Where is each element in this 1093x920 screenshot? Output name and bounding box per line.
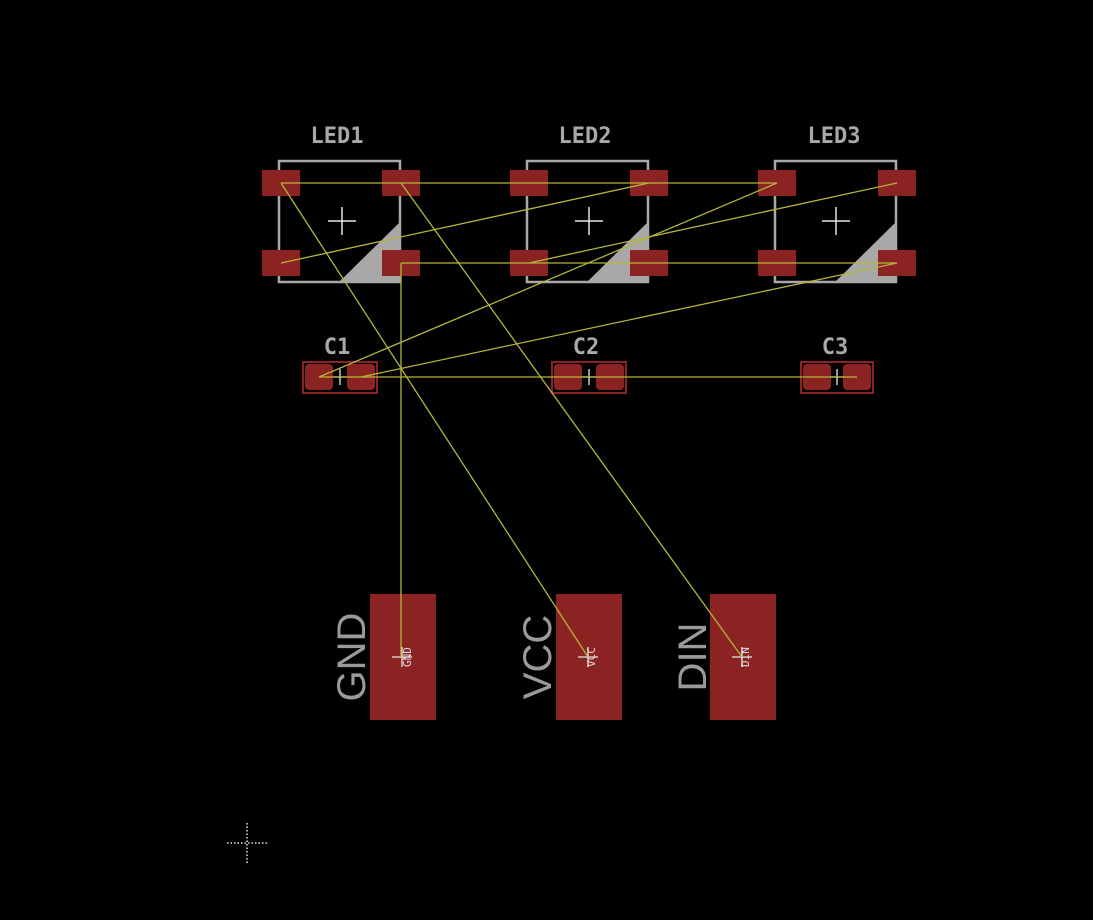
c3-footprint[interactable]: C3 <box>800 335 874 394</box>
c1-footprint[interactable]: C1 <box>302 335 378 394</box>
led3-label: LED3 <box>808 124 861 149</box>
c2-footprint[interactable]: C2 <box>551 335 627 394</box>
c1-label: C1 <box>324 335 351 360</box>
c3-label: C3 <box>822 335 849 360</box>
led2-footprint[interactable]: LED2 <box>510 124 668 284</box>
led1-footprint[interactable]: LED1 <box>262 124 420 284</box>
din-label: DIN <box>671 623 715 692</box>
airwire <box>280 182 589 658</box>
vcc-label: VCC <box>516 615 560 699</box>
airwire <box>400 182 743 658</box>
origin-crosshair-icon <box>227 823 267 863</box>
led1-label: LED1 <box>311 124 364 149</box>
airwire <box>360 262 898 378</box>
din-connector[interactable]: DIN DIN <box>671 594 776 720</box>
vcc-connector[interactable]: VCC VCC <box>516 594 622 720</box>
gnd-connector[interactable]: GND GND <box>330 594 436 720</box>
c2-label: C2 <box>573 335 600 360</box>
airwire <box>528 182 898 264</box>
led3-footprint[interactable]: LED3 <box>758 124 916 284</box>
airwire <box>318 182 778 378</box>
led2-label: LED2 <box>559 124 612 149</box>
airwires <box>280 182 898 658</box>
airwire <box>280 182 650 264</box>
gnd-label: GND <box>330 613 374 702</box>
